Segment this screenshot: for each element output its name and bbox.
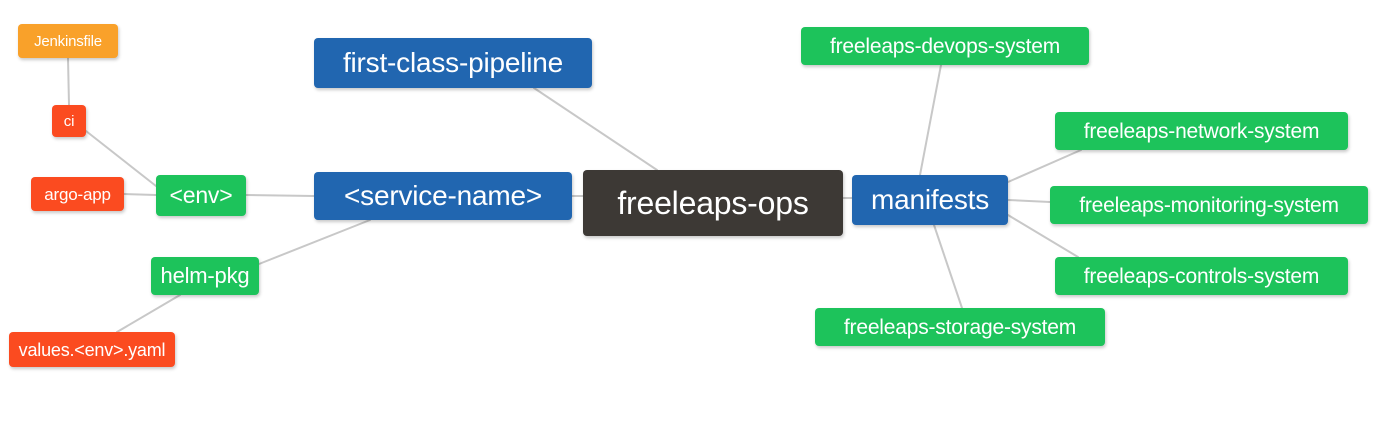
edge-first-class-pipeline-to-freeleaps-ops (533, 87, 658, 171)
node-freeleaps-devops-system[interactable]: freeleaps-devops-system (801, 27, 1089, 65)
edge-manifests-to-freeleaps-controls-system (1007, 214, 1079, 258)
node-service-name[interactable]: <service-name> (314, 172, 572, 220)
node-argo-app[interactable]: argo-app (31, 177, 124, 211)
node-freeleaps-storage-system[interactable]: freeleaps-storage-system (815, 308, 1105, 346)
node-freeleaps-ops[interactable]: freeleaps-ops (583, 170, 843, 236)
node-values-yaml[interactable]: values.<env>.yaml (9, 332, 175, 367)
node-env[interactable]: <env> (156, 175, 246, 216)
node-first-class-pipeline[interactable]: first-class-pipeline (314, 38, 592, 88)
edge-argo-app-to-env (123, 193, 157, 196)
node-ci[interactable]: ci (52, 105, 86, 137)
edge-manifests-to-freeleaps-monitoring-system (1007, 199, 1051, 203)
edge-ci-to-env (85, 130, 157, 187)
edge-manifests-to-freeleaps-storage-system (933, 224, 963, 309)
node-freeleaps-controls-system[interactable]: freeleaps-controls-system (1055, 257, 1348, 295)
edge-manifests-to-freeleaps-devops-system (919, 64, 942, 176)
edge-helm-pkg-to-service-name (258, 219, 371, 265)
edge-env-to-service-name (245, 194, 315, 197)
node-helm-pkg[interactable]: helm-pkg (151, 257, 259, 295)
edge-values-yaml-to-helm-pkg (116, 294, 181, 333)
edge-jenkinsfile-to-ci (67, 57, 70, 106)
node-manifests[interactable]: manifests (852, 175, 1008, 225)
edge-manifests-to-freeleaps-network-system (1007, 149, 1082, 183)
node-freeleaps-monitoring-system[interactable]: freeleaps-monitoring-system (1050, 186, 1368, 224)
node-jenkinsfile[interactable]: Jenkinsfile (18, 24, 118, 58)
node-freeleaps-network-system[interactable]: freeleaps-network-system (1055, 112, 1348, 150)
